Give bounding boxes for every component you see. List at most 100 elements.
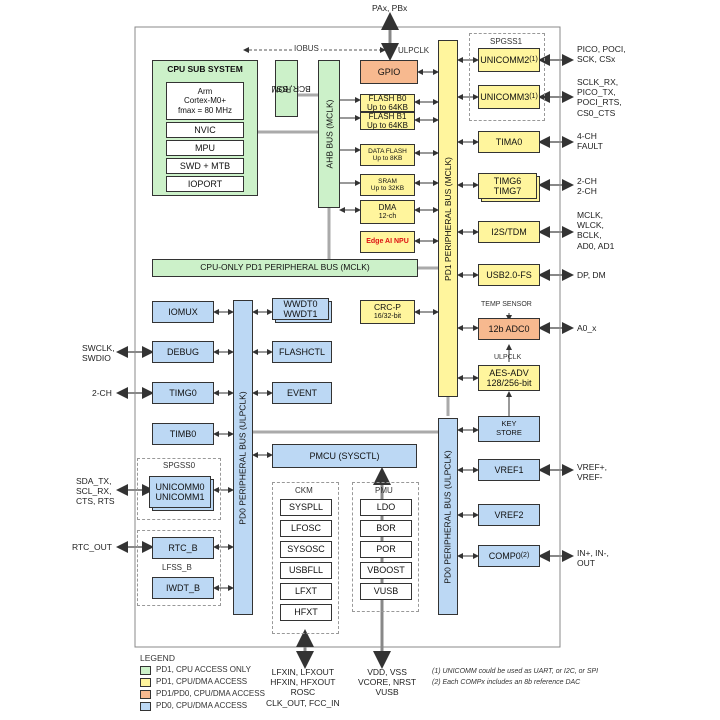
spgss0-label: SPGSS0 [163, 461, 196, 470]
core-line2: Cortex-M0+ [183, 96, 226, 106]
legend-title: LEGEND [140, 653, 175, 663]
legend-swatch [140, 702, 151, 711]
rom-sub-label: BCR, BSL [272, 83, 311, 94]
unicomm2-note: (1) [529, 55, 538, 63]
timg6-label: TIMG6 [493, 175, 522, 186]
footnote-2: (2) Each COMPx includes an 8b reference … [432, 679, 581, 686]
event-block: EVENT [272, 382, 332, 404]
wwdt1-label: WWDT1 [283, 309, 318, 319]
pd0-bus-left: PD0 PERIPHERAL BUS (ULPCLK) [233, 300, 253, 615]
sram-size: Up to 32KB [370, 185, 405, 192]
ulpclk-top-label: ULPCLK [398, 46, 430, 55]
ahb-bus: AHB BUS (MCLK) [318, 60, 340, 208]
ext-timg0: 2-CH [92, 388, 112, 398]
aes-block: AES-ADV 128/256-bit [478, 365, 540, 391]
pmu-item: LDO [360, 499, 412, 516]
crcp-width: 16/32-bit [373, 312, 402, 320]
ext-vref1-l2: VREF- [577, 472, 603, 483]
legend-label: PD1, CPU/DMA ACCESS [156, 677, 248, 686]
comp0-label: COMP0 [488, 550, 521, 561]
ext-debug-l2: SWDIO [82, 353, 111, 364]
gpio-block: GPIO [360, 60, 418, 84]
ioport-block: IOPORT [166, 176, 244, 192]
legend-label: PD1/PD0, CPU/DMA ACCESS [156, 689, 265, 698]
keystore-line1: KEY [501, 419, 517, 429]
crcp-block: CRC-P 16/32-bit [360, 300, 415, 324]
ext-ckm-l3: ROSC [290, 687, 316, 698]
adc-block: 12b ADC0 [478, 318, 540, 340]
footnote-1: (1) UNICOMM could be used as UART, or I2… [432, 668, 599, 675]
unicomm2-block: UNICOMM2(1) [478, 48, 540, 72]
flash-b1-block: FLASH B1 Up to 64KB [360, 112, 415, 130]
ckm-title: CKM [295, 486, 313, 495]
iomux-block: IOMUX [152, 301, 214, 323]
tima0-block: TIMA0 [478, 131, 540, 153]
data-flash-name: DATA FLASH [368, 147, 407, 155]
flash-b1-name: FLASH B1 [368, 111, 407, 121]
ckm-item: LFXT [280, 583, 332, 600]
spgss1-label: SPGSS1 [490, 37, 523, 46]
i2s-block: I2S/TDM [478, 221, 540, 243]
flash-b0-name: FLASH B0 [368, 93, 407, 103]
ext-vref1-l1: VREF+, [577, 462, 607, 472]
ext-unicomm3-l2: PICO_TX, [577, 87, 616, 98]
unicomm2-label: UNICOMM2 [480, 54, 530, 65]
legend-label: PD1, CPU ACCESS ONLY [156, 665, 251, 674]
dma-block: DMA 12-ch [360, 200, 415, 224]
ext-pmu-l3: VUSB [375, 687, 399, 698]
vref2-block: VREF2 [478, 504, 540, 526]
legend-swatch [140, 678, 151, 687]
comp0-block: COMP0(2) [478, 545, 540, 567]
flash-b1-size: Up to 64KB [367, 121, 408, 130]
ext-i2s-l1: MCLK, [577, 210, 603, 220]
ext-timg-l2: 2-CH [577, 186, 597, 197]
ckm-item: USBFLL [280, 562, 332, 579]
keystore-block: KEY STORE [478, 416, 540, 442]
pmu-group [352, 482, 419, 612]
temp-sensor-label: TEMP SENSOR [481, 301, 532, 308]
lfss-label: LFSS_B [162, 563, 192, 572]
chip-border [134, 26, 561, 648]
ext-unicomm: SDA_TX,SCL_RX,CTS, RTS [76, 476, 115, 507]
pmu-item: BOR [360, 520, 412, 537]
ext-ckm-l4: CLK_OUT, FCC_IN [266, 697, 340, 708]
ext-unicomm-l1: SDA_TX, [76, 476, 112, 486]
ext-comp0: IN+, IN-,OUT [577, 548, 609, 568]
timg67-block: TIMG6 TIMG7 [478, 173, 537, 199]
ext-unicomm3-l1: SCLK_RX, [577, 77, 619, 87]
core-line1: Arm [197, 87, 213, 97]
timb0-block: TIMB0 [152, 423, 214, 445]
legend-label: PD0, CPU/DMA ACCESS [156, 701, 248, 710]
swd-block: SWD + MTB [166, 158, 244, 174]
dma-name: DMA [378, 203, 397, 213]
ckm-item: LFOSC [280, 520, 332, 537]
lfss-group [137, 530, 221, 606]
ahb-bus-label: AHB BUS (MCLK) [324, 99, 334, 169]
sram-block: SRAM Up to 32KB [360, 174, 415, 196]
ulpclk-mid-label: ULPCLK [494, 354, 522, 361]
ext-unicomm-l2: SCL_RX, [76, 486, 112, 497]
ext-pmu-l2: VCORE, NRST [358, 677, 417, 688]
legend-swatch [140, 690, 151, 699]
unicomm0-label: UNICOMM0 [155, 481, 205, 492]
flash-b0-size: Up to 64KB [367, 103, 408, 112]
ext-unicomm2: PICO, POCI,SCK, CSx [577, 44, 626, 64]
data-flash-size: Up to 8KB [372, 155, 403, 162]
ext-usb: DP, DM [577, 270, 606, 280]
dma-channels: 12-ch [378, 212, 397, 220]
ext-tima0-l1: 4-CH [577, 131, 597, 141]
pmu-item: POR [360, 541, 412, 558]
ext-ckm-l2: HFXIN, HFXOUT [270, 677, 336, 688]
ext-debug-l1: SWCLK, [82, 343, 115, 353]
ext-i2s: MCLK,WLCK,BCLK,AD0, AD1 [577, 210, 614, 251]
vref1-block: VREF1 [478, 459, 540, 481]
ext-tima0-l2: FAULT [577, 141, 603, 152]
ext-i2s-l3: BCLK, [577, 230, 602, 241]
usb-block: USB2.0-FS [478, 264, 540, 286]
pmu-item: VBOOST [360, 562, 412, 579]
ext-adc: A0_x [577, 323, 597, 333]
